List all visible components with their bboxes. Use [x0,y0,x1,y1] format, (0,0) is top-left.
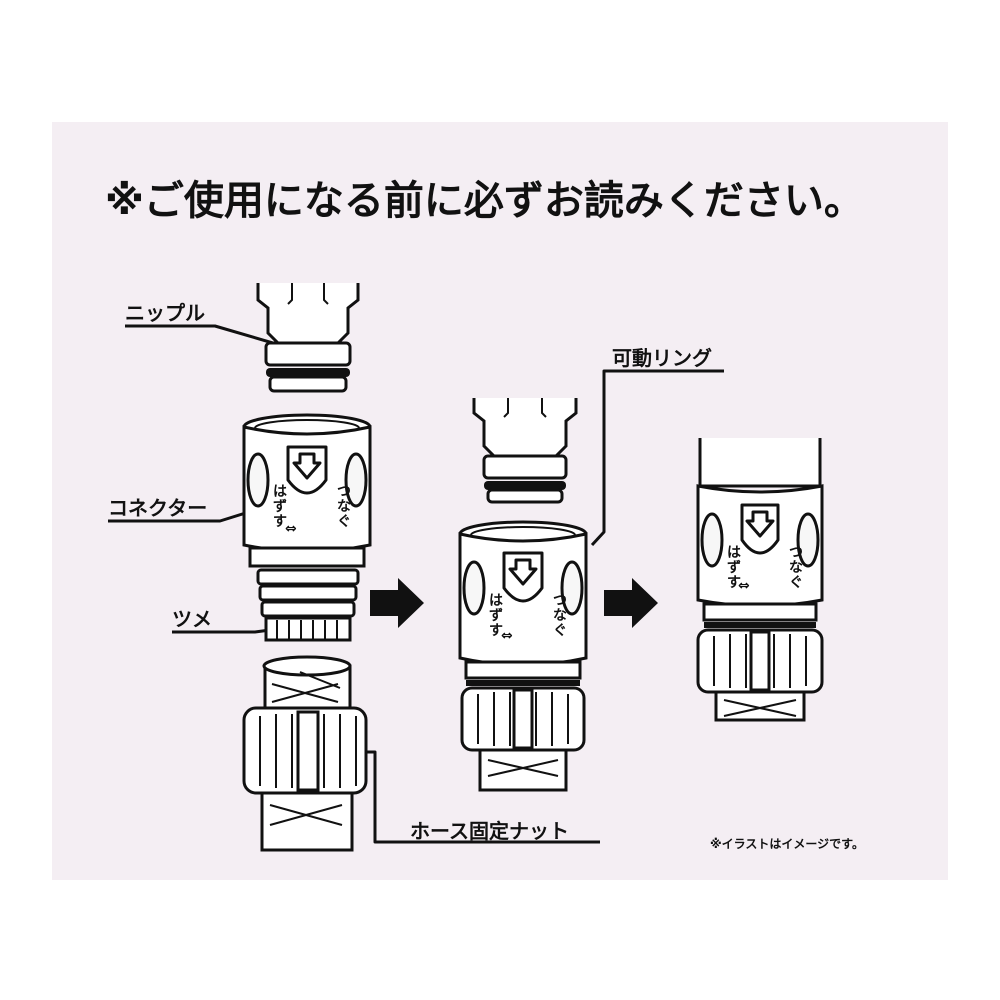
label-hose-nut: ホース固定ナット [410,819,569,843]
connector-part-2: はずす つなぐ ⇔ [458,520,588,792]
label-connector: コネクター [108,496,208,520]
nipple-part-1 [256,283,360,393]
connector-part-1: はずす つなぐ ⇔ [242,413,372,642]
nipple-part-2 [472,398,578,504]
connector-connect-text-1: つなぐ [337,484,351,530]
double-arrow-icon: ⇔ [285,521,297,537]
leader-lines [108,324,724,844]
connector-release-text-3: はずす [727,545,741,591]
connector-release-text-2: はずす [489,593,503,639]
illustration-note: ※イラストはイメージです。 [710,837,864,851]
stage-2-connecting: はずす つなぐ ⇔ [458,398,588,792]
connector-connect-text-2: つなぐ [553,593,567,639]
label-nipple: ニップル [125,301,205,325]
connector-connect-text-3: つなぐ [789,545,803,591]
label-movable-ring: 可動リング [612,346,712,370]
double-arrow-icon: ⇔ [738,578,750,594]
step-arrow-icon [370,578,658,628]
hose-nut-part-1 [242,655,368,852]
connector-part-3: はずす つなぐ ⇔ [696,484,824,722]
stage-3-connected: はずす つなぐ ⇔ [696,438,824,722]
double-arrow-icon: ⇔ [501,628,513,644]
connector-release-text-1: はずす [273,484,287,530]
page-title: ※ご使用になる前に必ずお読みください。 [105,178,864,224]
stage-1-exploded: はずす つなぐ ⇔ [242,283,372,852]
label-claw: ツメ [172,607,212,631]
